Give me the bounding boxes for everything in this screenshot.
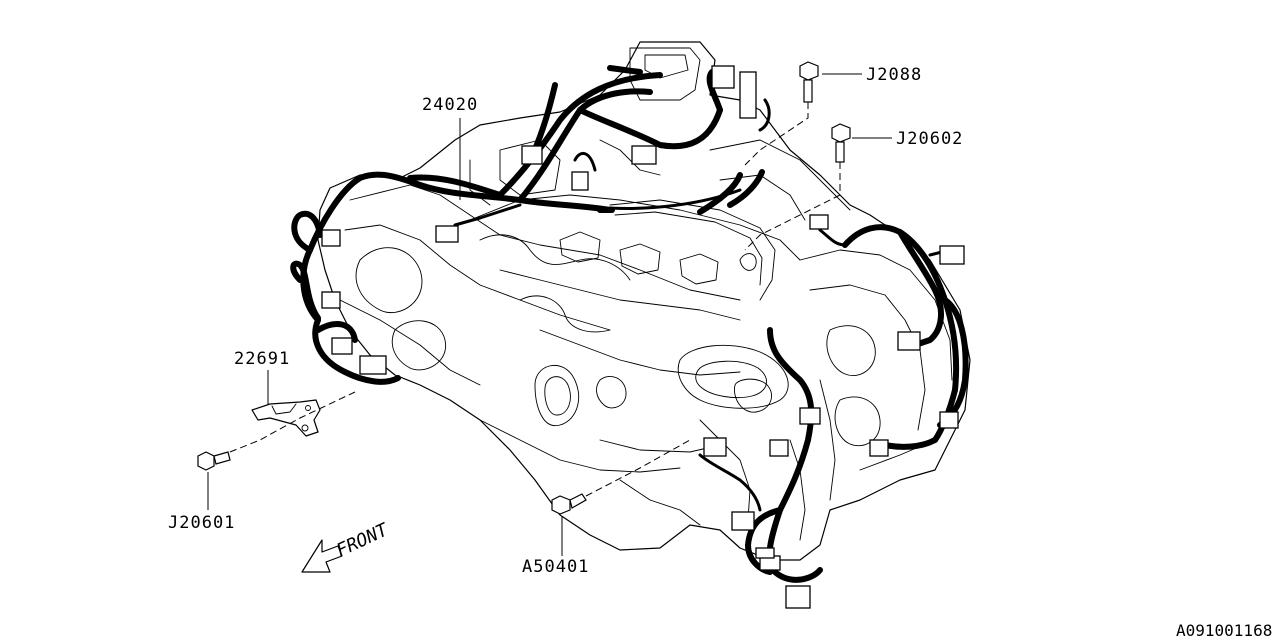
leader-lines — [207, 73, 892, 556]
bolt-j20601 — [197, 451, 231, 471]
part-label-bolt-right: J20602 — [896, 129, 963, 149]
installation-lines — [229, 102, 841, 497]
part-label-bracket: 22691 — [234, 349, 290, 369]
wiring-harness — [290, 65, 969, 583]
front-label: FRONT — [333, 519, 392, 561]
bolt-a50401 — [551, 493, 587, 515]
figure-code: A091001168 — [1176, 621, 1272, 640]
part-label-bolt-left: J20601 — [168, 513, 235, 533]
bracket-22691 — [251, 399, 321, 437]
bolt-j20602 — [831, 123, 851, 163]
part-label-bolt-bottom: A50401 — [522, 557, 589, 577]
front-direction-indicator: FRONT — [301, 519, 392, 573]
engine-block — [317, 41, 971, 561]
harness-connectors — [321, 65, 965, 609]
thin-wires — [453, 98, 952, 512]
bolt-j2088 — [799, 61, 819, 103]
part-label-harness: 24020 — [422, 95, 478, 115]
part-label-bolt-top: J2088 — [866, 65, 922, 85]
